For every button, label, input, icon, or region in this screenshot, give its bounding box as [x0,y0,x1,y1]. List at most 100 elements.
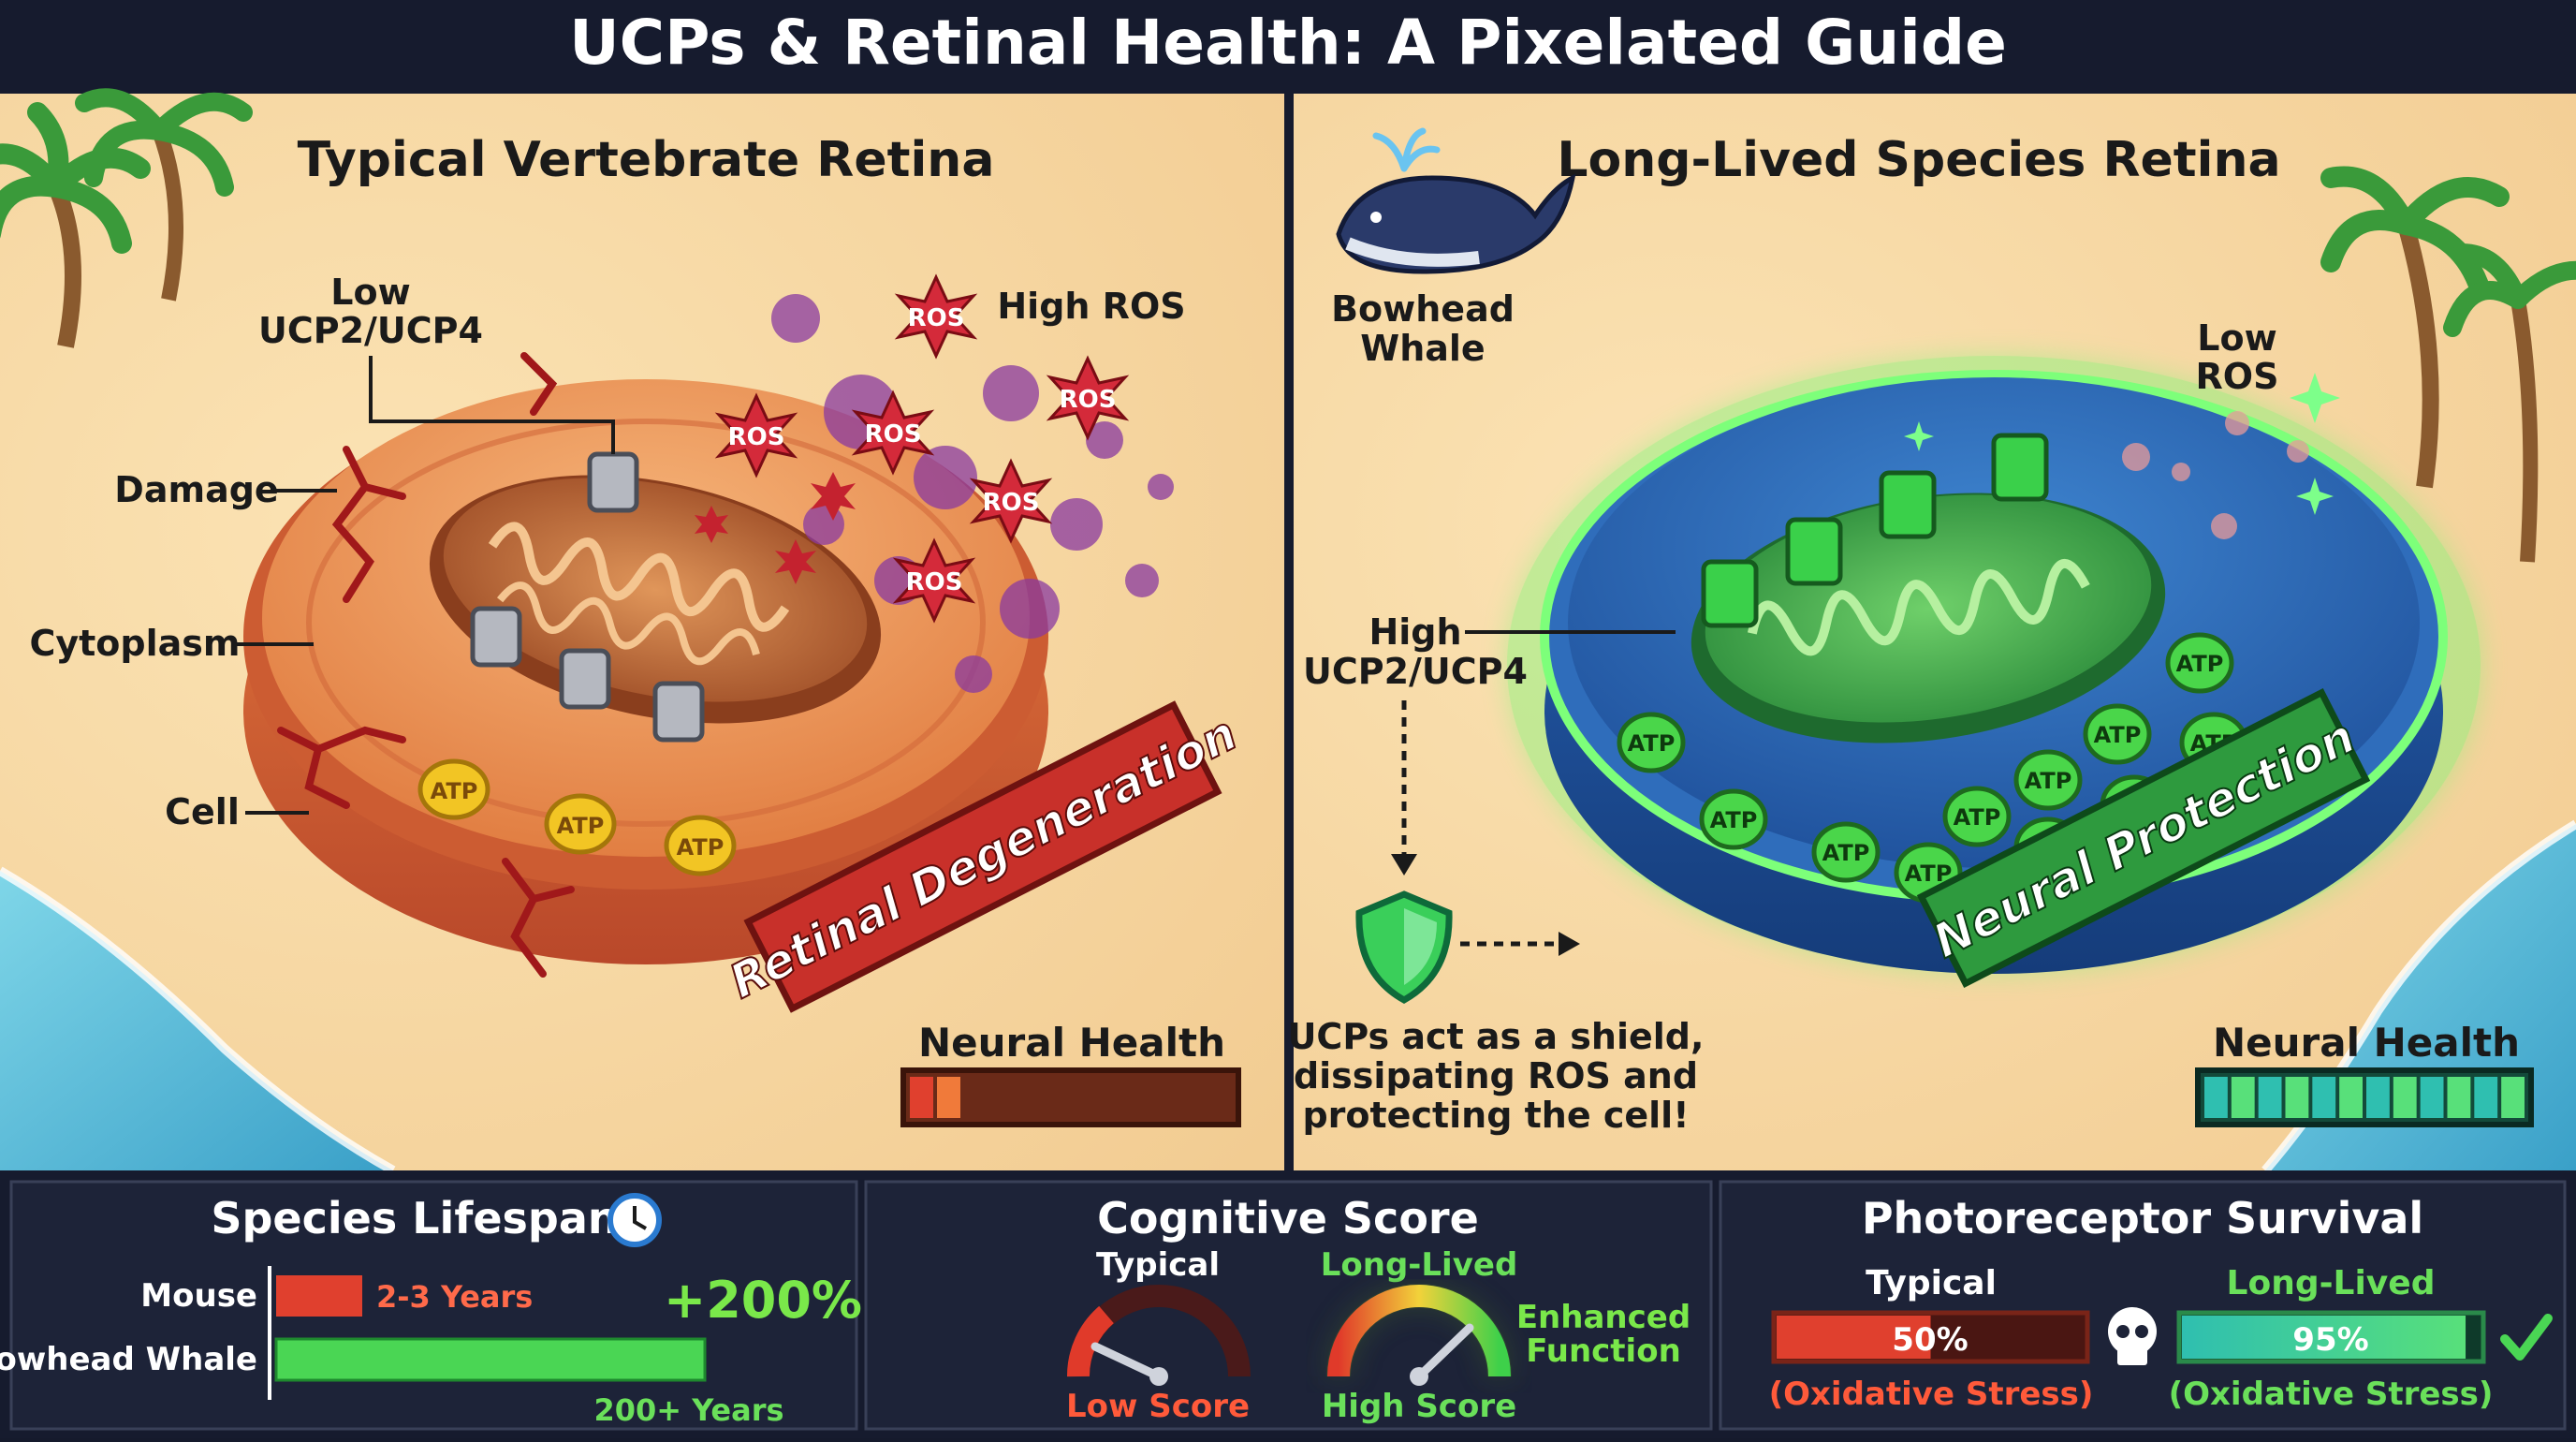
health-segment [2447,1077,2471,1118]
ros-label: ROS [908,304,965,332]
health-segment [2285,1077,2309,1118]
health-segment [937,1077,960,1118]
typical-survival-value: 50% [1892,1321,1968,1359]
atp-label: ATP [2176,651,2224,677]
clock-icon [607,1193,662,1247]
health-segment [2204,1077,2228,1118]
neural-health-fill-right [2204,1077,2525,1118]
atp-label: ATP [557,813,605,839]
cognitive-panel: Cognitive Score Typical Long-Lived Low S… [864,1180,1713,1431]
photoreceptor-typical-label: Typical [1866,1264,1997,1302]
left-panel: Typical Vertebrate Retina [0,88,1284,1175]
health-segment [2231,1077,2255,1118]
shield-text-2: dissipating ROS and [1294,1055,1698,1096]
longlived-survival-caption: (Oxidative Stress) [2169,1376,2494,1413]
atp-label: ATP [1710,807,1758,833]
gauge-needle [1090,1342,1164,1381]
title-bar [0,0,2576,94]
whale-label-2: Whale [1360,328,1485,369]
atp-label: ATP [677,834,724,861]
health-segment [2420,1077,2444,1118]
cell-label: Cell [165,791,240,832]
shield-text-1: UCPs act as a shield, [1288,1016,1705,1057]
ros-molecules: ROS ROS ROS ROS ROS ROS [695,273,1130,624]
shield-text-3: protecting the cell! [1302,1095,1689,1136]
neural-health-label-right: Neural Health [2213,1020,2520,1066]
ucp-protein-icon [470,451,705,743]
typical-gauge [1066,1285,1251,1386]
mouse-label: Mouse [140,1277,257,1315]
health-segment [2366,1077,2390,1118]
whale-lifespan-label: Bowhead Whale [0,1341,257,1378]
typical-survival-caption: (Oxidative Stress) [1769,1376,2094,1413]
mitochondrion [429,475,882,724]
cognitive-longlived-caption: High Score [1322,1388,1516,1425]
enhanced-function-label-2: Function [1526,1332,1681,1370]
neural-health-fill [910,1077,960,1118]
high-ucp-label-2: UCP2/UCP4 [1303,651,1528,692]
cytoplasm-label: Cytoplasm [29,623,240,664]
skull-icon [2108,1307,2157,1365]
ros-label: ROS [906,568,963,596]
cognitive-typical-label: Typical [1096,1246,1220,1284]
panel-divider [1284,94,1294,1170]
high-ros-label: High ROS [997,286,1185,327]
right-panel: Long-Lived Species Retina Bowhead Whale [1288,94,2576,1174]
cognitive-typical-caption: Low Score [1066,1388,1250,1425]
whale-lifespan-value: 200+ Years [593,1392,783,1428]
health-segment [2339,1077,2363,1118]
atp-label: ATP [431,778,478,804]
lifespan-title: Species Lifespan [211,1193,618,1243]
ros-label: ROS [983,489,1040,517]
whale-icon [1336,127,1576,274]
longlived-gauge [1326,1284,1512,1386]
atp-label: ATP [1628,730,1676,757]
sparkle-icon [1904,373,2340,515]
health-segment [2393,1077,2417,1118]
photoreceptor-panel: Photoreceptor Survival Typical Long-Live… [1719,1180,2567,1431]
ros-cloud [771,294,1174,693]
sea-corner [0,871,393,1170]
mouse-lifespan-bar [276,1275,362,1317]
ros-label: ROS [865,420,922,449]
atp-molecules: ATP ATP ATP [417,758,737,876]
whale-lifespan-bar [274,1337,707,1382]
cognitive-title: Cognitive Score [1097,1193,1479,1243]
low-ros-label-2: ROS [2196,356,2279,397]
left-heading: Typical Vertebrate Retina [298,132,995,188]
right-heading: Long-Lived Species Retina [1557,132,2280,188]
palm-tree-icon [2320,166,2576,563]
health-segment [2474,1077,2498,1118]
whale-label: Bowhead [1331,288,1515,330]
high-ucp-label: High [1368,611,1461,653]
longlived-survival-value: 95% [2292,1321,2368,1359]
neural-health-label: Neural Health [918,1020,1225,1066]
atp-label: ATP [1822,840,1870,866]
ros-label: ROS [1060,386,1117,414]
lifespan-panel: Species Lifespan Mouse Bowhead Whale 2-3… [0,1180,862,1431]
health-segment [2312,1077,2336,1118]
low-ros-dots [2122,411,2309,539]
palm-tree-icon [0,88,253,348]
photoreceptor-longlived-label: Long-Lived [2227,1264,2436,1302]
low-ucp-label: Low [330,272,410,313]
atp-label: ATP [2025,768,2072,794]
atp-label: ATP [1954,804,2001,831]
cognitive-longlived-label: Long-Lived [1321,1246,1518,1284]
typical-survival-fill [1777,1316,1931,1359]
health-segment [2501,1077,2525,1118]
health-segment [2258,1077,2282,1118]
photoreceptor-title: Photoreceptor Survival [1862,1193,2423,1243]
low-ros-label: Low [2197,317,2276,359]
ros-label: ROS [728,423,785,451]
check-icon [2500,1314,2553,1361]
enhanced-function-label: Enhanced [1516,1299,1690,1336]
damage-label: Damage [114,469,278,510]
lifespan-increase: +200% [664,1271,862,1330]
shield-icon [1355,890,1453,1005]
low-ucp-label-2: UCP2/UCP4 [258,310,483,351]
gauge-needle [1414,1323,1474,1381]
mouse-lifespan-value: 2-3 Years [376,1279,533,1315]
longlived-survival-fill [2182,1316,2466,1359]
